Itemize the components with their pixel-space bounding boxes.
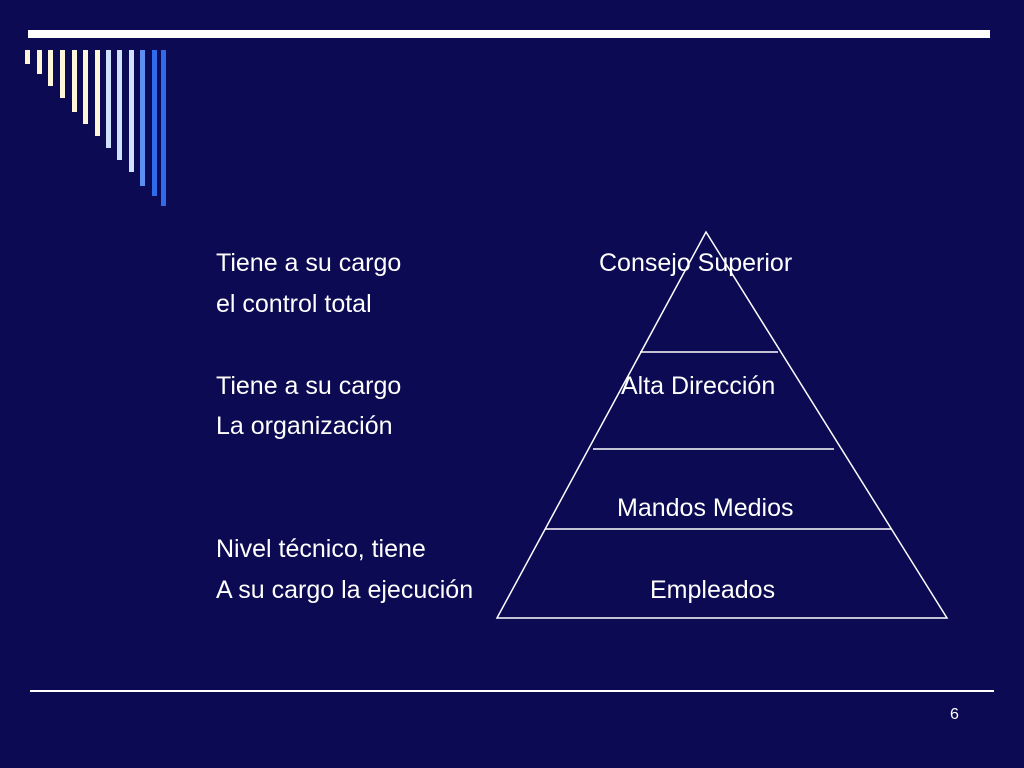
stripe	[60, 50, 65, 98]
stripe	[95, 50, 100, 136]
stripe	[72, 50, 77, 112]
stripe	[129, 50, 134, 172]
stripe	[37, 50, 42, 74]
pyramid-level-consejo-superior: Consejo Superior	[599, 249, 793, 277]
alta-description-line2: La organización	[216, 412, 393, 440]
stripe	[106, 50, 111, 148]
stripe	[161, 50, 166, 206]
stripe	[48, 50, 53, 86]
stripe	[117, 50, 122, 160]
pyramid-outline	[495, 230, 949, 619]
empleados-description-line2: A su cargo la ejecución	[216, 576, 474, 604]
consejo-description-line1: Tiene a su cargo	[216, 249, 402, 277]
stripe	[83, 50, 88, 124]
decorative-stripes	[25, 50, 166, 206]
pyramid-level-mandos-medios: Mandos Medios	[617, 494, 794, 522]
consejo-description-line2: el control total	[216, 290, 372, 318]
empleados-description-line1: Nivel técnico, tiene	[216, 535, 426, 563]
top-divider-line	[28, 30, 990, 38]
alta-description-line1: Tiene a su cargo	[216, 372, 402, 400]
stripe	[152, 50, 157, 196]
stripe	[25, 50, 30, 64]
page-number: 6	[950, 706, 959, 723]
stripe	[140, 50, 145, 186]
pyramid-level-empleados: Empleados	[650, 576, 776, 604]
bottom-divider-line	[30, 690, 994, 692]
pyramid-level-alta-direccion: Alta Dirección	[621, 372, 776, 400]
